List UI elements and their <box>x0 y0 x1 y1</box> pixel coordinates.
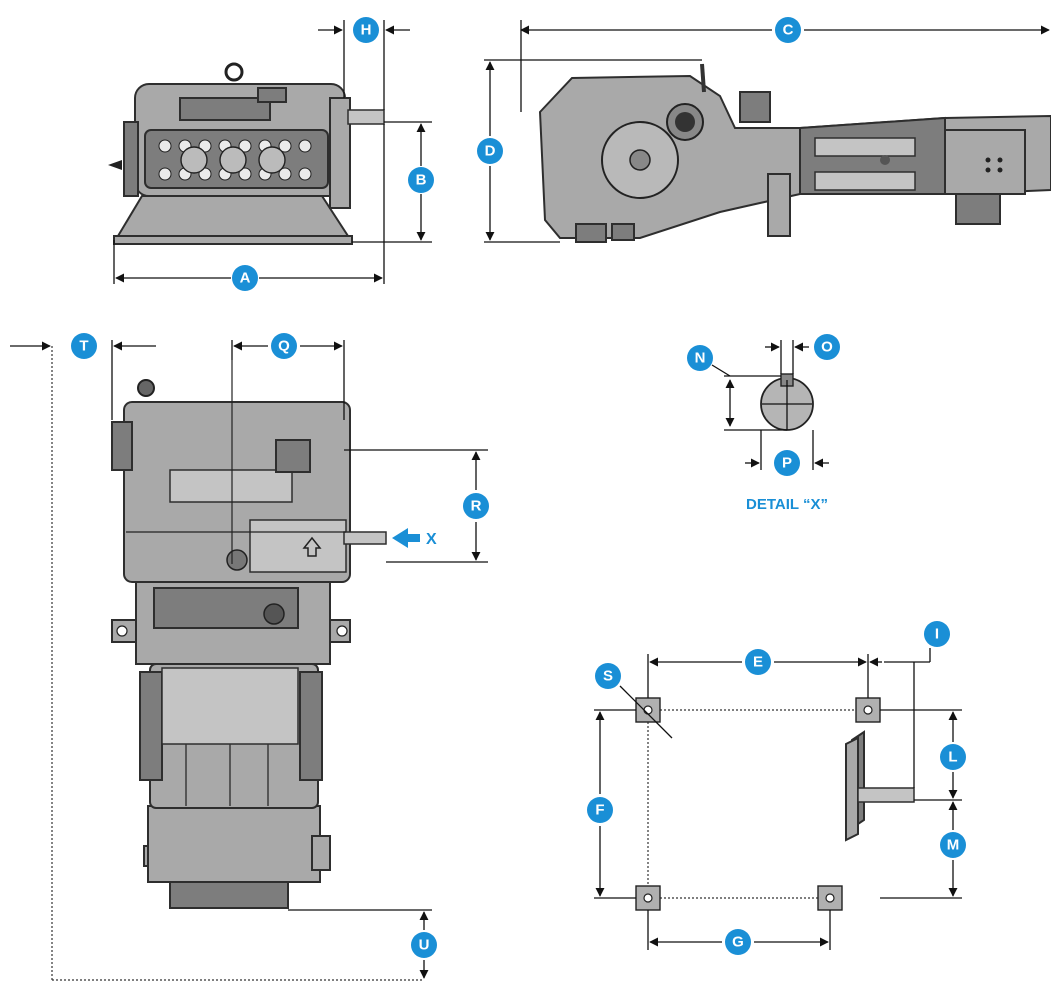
svg-text:D: D <box>485 143 496 160</box>
badge-f: F <box>587 797 613 823</box>
badge-h: H <box>353 17 379 43</box>
badge-c: C <box>775 17 801 43</box>
svg-text:B: B <box>416 172 427 189</box>
top-view <box>111 360 387 909</box>
bolt-hole-icon <box>635 697 661 723</box>
bolt-hole-icon <box>817 885 843 911</box>
badge-o: O <box>814 334 840 360</box>
badge-t: T <box>71 333 97 359</box>
front-view-dimensions <box>113 20 432 284</box>
detail-arrow-label: X <box>426 531 437 548</box>
badge-n: N <box>687 345 713 371</box>
svg-text:M: M <box>947 837 960 854</box>
arrowhead-icon <box>392 528 420 548</box>
front-view <box>108 62 385 245</box>
badge-m: M <box>940 832 966 858</box>
detail-x-label: DETAIL “X” <box>746 496 828 513</box>
lifting-eye-icon <box>224 62 244 82</box>
badge-p: P <box>774 450 800 476</box>
svg-text:L: L <box>948 749 957 766</box>
svg-text:O: O <box>821 339 833 356</box>
badge-q: Q <box>271 333 297 359</box>
bolt-hole-icon <box>855 697 881 723</box>
svg-text:T: T <box>79 338 88 355</box>
side-view <box>538 63 1051 243</box>
mounting-footprint <box>594 648 962 950</box>
badge-i: I <box>924 621 950 647</box>
lifting-eye-icon <box>137 379 155 397</box>
svg-text:N: N <box>695 350 706 367</box>
badge-a: A <box>232 265 258 291</box>
svg-text:Q: Q <box>278 338 290 355</box>
svg-text:P: P <box>782 455 792 472</box>
bolt-hole-icon <box>635 885 661 911</box>
top-view-dimensions: X <box>10 340 488 981</box>
badge-d: D <box>477 138 503 164</box>
detail-x-view: DETAIL “X” <box>711 340 829 513</box>
svg-text:U: U <box>419 937 430 954</box>
svg-text:G: G <box>732 934 744 951</box>
badge-b: B <box>408 167 434 193</box>
badge-g: G <box>725 929 751 955</box>
svg-text:R: R <box>471 498 482 515</box>
svg-text:F: F <box>595 802 604 819</box>
side-view-dimensions <box>484 20 1050 243</box>
badge-s: S <box>595 663 621 689</box>
badge-u: U <box>411 932 437 958</box>
badge-l: L <box>940 744 966 770</box>
svg-text:H: H <box>361 22 372 39</box>
badge-r: R <box>463 493 489 519</box>
svg-text:E: E <box>753 654 763 671</box>
up-arrow-icon <box>302 536 322 557</box>
badge-e: E <box>745 649 771 675</box>
svg-text:S: S <box>603 668 613 685</box>
svg-text:C: C <box>783 22 794 39</box>
svg-text:I: I <box>935 626 939 643</box>
svg-text:A: A <box>240 270 251 287</box>
